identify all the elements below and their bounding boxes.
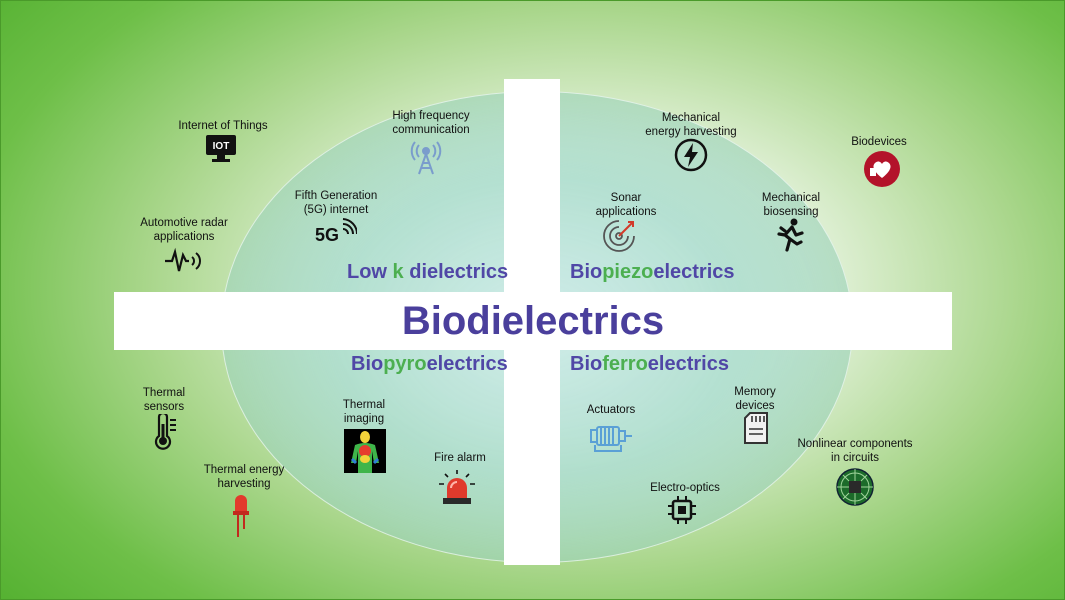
label-line: Biodevices [851, 136, 907, 148]
label-line: Electro-optics [650, 482, 720, 494]
label-sonar: Sonar applications [591, 191, 661, 219]
label-line: Actuators [586, 404, 636, 416]
label-line: communication [392, 124, 470, 136]
label-actuators: Actuators [581, 403, 641, 417]
quad-text: dielectrics [403, 261, 509, 283]
iot-badge-text: IOT [213, 141, 230, 152]
quad-highlight: k [392, 261, 404, 283]
label-line: biosensing [763, 206, 819, 218]
5g-badge-text: 5G [315, 225, 339, 245]
label-memory-devices: Memory devices [723, 385, 787, 413]
iot-monitor-icon: IOT [206, 135, 236, 162]
label-line: Thermal [342, 399, 386, 411]
quadrant-biopyro: Biopyroelectrics [351, 353, 508, 376]
quad-text: electrics [647, 353, 729, 375]
quad-highlight: ferro [602, 353, 648, 375]
5g-signal-icon: 5G [315, 218, 357, 245]
label-line: energy harvesting [645, 126, 737, 138]
label-biodevices: Biodevices [839, 135, 919, 149]
label-line: Mechanical [661, 112, 721, 124]
quad-highlight: pyro [383, 353, 427, 375]
label-thermal-harvesting: Thermal energy harvesting [199, 463, 289, 491]
label-line: Fifth Generation [294, 190, 378, 202]
label-line: Mechanical [761, 192, 821, 204]
label-automotive-radar: Automotive radar applications [129, 216, 239, 244]
horizontal-divider [114, 292, 952, 350]
quad-highlight: piezo [602, 261, 654, 283]
center-title: Biodielectrics [401, 298, 665, 343]
quad-text: Low [347, 261, 393, 283]
lightning-bolt-icon [674, 138, 708, 172]
heart-device-icon [864, 151, 900, 187]
label-iot: Internet of Things [173, 119, 273, 133]
label-line: in circuits [831, 452, 879, 464]
radar-wave-icon [165, 247, 201, 272]
label-line: imaging [343, 413, 385, 425]
label-high-frequency: High frequency communication [381, 109, 481, 137]
quad-text: electrics [653, 261, 735, 283]
label-nonlinear-components: Nonlinear components in circuits [795, 437, 915, 465]
label-mechanical-harvesting: Mechanical energy harvesting [641, 111, 741, 139]
motor-icon [590, 426, 632, 452]
label-line: Thermal [142, 387, 186, 399]
label-line: Nonlinear components [797, 438, 913, 450]
quadrant-bioferro: Bioferroelectrics [570, 353, 729, 376]
quad-text: Bio [570, 353, 603, 375]
label-line: applications [153, 231, 215, 243]
label-electro-optics: Electro-optics [644, 481, 726, 495]
label-thermal-sensors: Thermal sensors [134, 386, 194, 414]
quad-text: electrics [426, 353, 508, 375]
thermometer-icon [154, 414, 176, 450]
label-thermal-imaging: Thermal imaging [334, 398, 394, 426]
label-line: Memory [734, 386, 776, 398]
label-fifth-generation: Fifth Generation (5G) internet [291, 189, 381, 217]
circuit-chip-icon [836, 468, 874, 506]
quad-text: Bio [570, 261, 603, 283]
quad-text: Bio [351, 353, 384, 375]
quadrant-biopiezo: Biopiezoelectrics [570, 261, 735, 284]
led-icon [233, 495, 249, 537]
label-line: (5G) internet [303, 204, 369, 216]
antenna-tower-icon [410, 141, 442, 175]
label-mechanical-biosensing: Mechanical biosensing [746, 191, 836, 219]
label-line: harvesting [217, 478, 271, 490]
microchip-icon [668, 496, 696, 524]
label-line: sensors [143, 401, 185, 413]
sd-card-icon [744, 412, 768, 444]
label-line: Thermal energy [203, 464, 285, 476]
sonar-target-icon [603, 220, 635, 252]
siren-icon [439, 470, 475, 504]
label-line: devices [735, 400, 775, 412]
label-line: Automotive radar [140, 217, 228, 229]
running-person-icon [777, 218, 804, 252]
quadrant-low-k: Low k dielectrics [347, 261, 508, 284]
thermal-body-icon [344, 429, 386, 473]
label-line: High frequency [392, 110, 470, 122]
label-line: applications [595, 206, 657, 218]
label-fire-alarm: Fire alarm [427, 451, 493, 465]
label-line: Internet of Things [178, 120, 268, 132]
label-line: Sonar [610, 192, 642, 204]
label-line: Fire alarm [434, 452, 486, 464]
